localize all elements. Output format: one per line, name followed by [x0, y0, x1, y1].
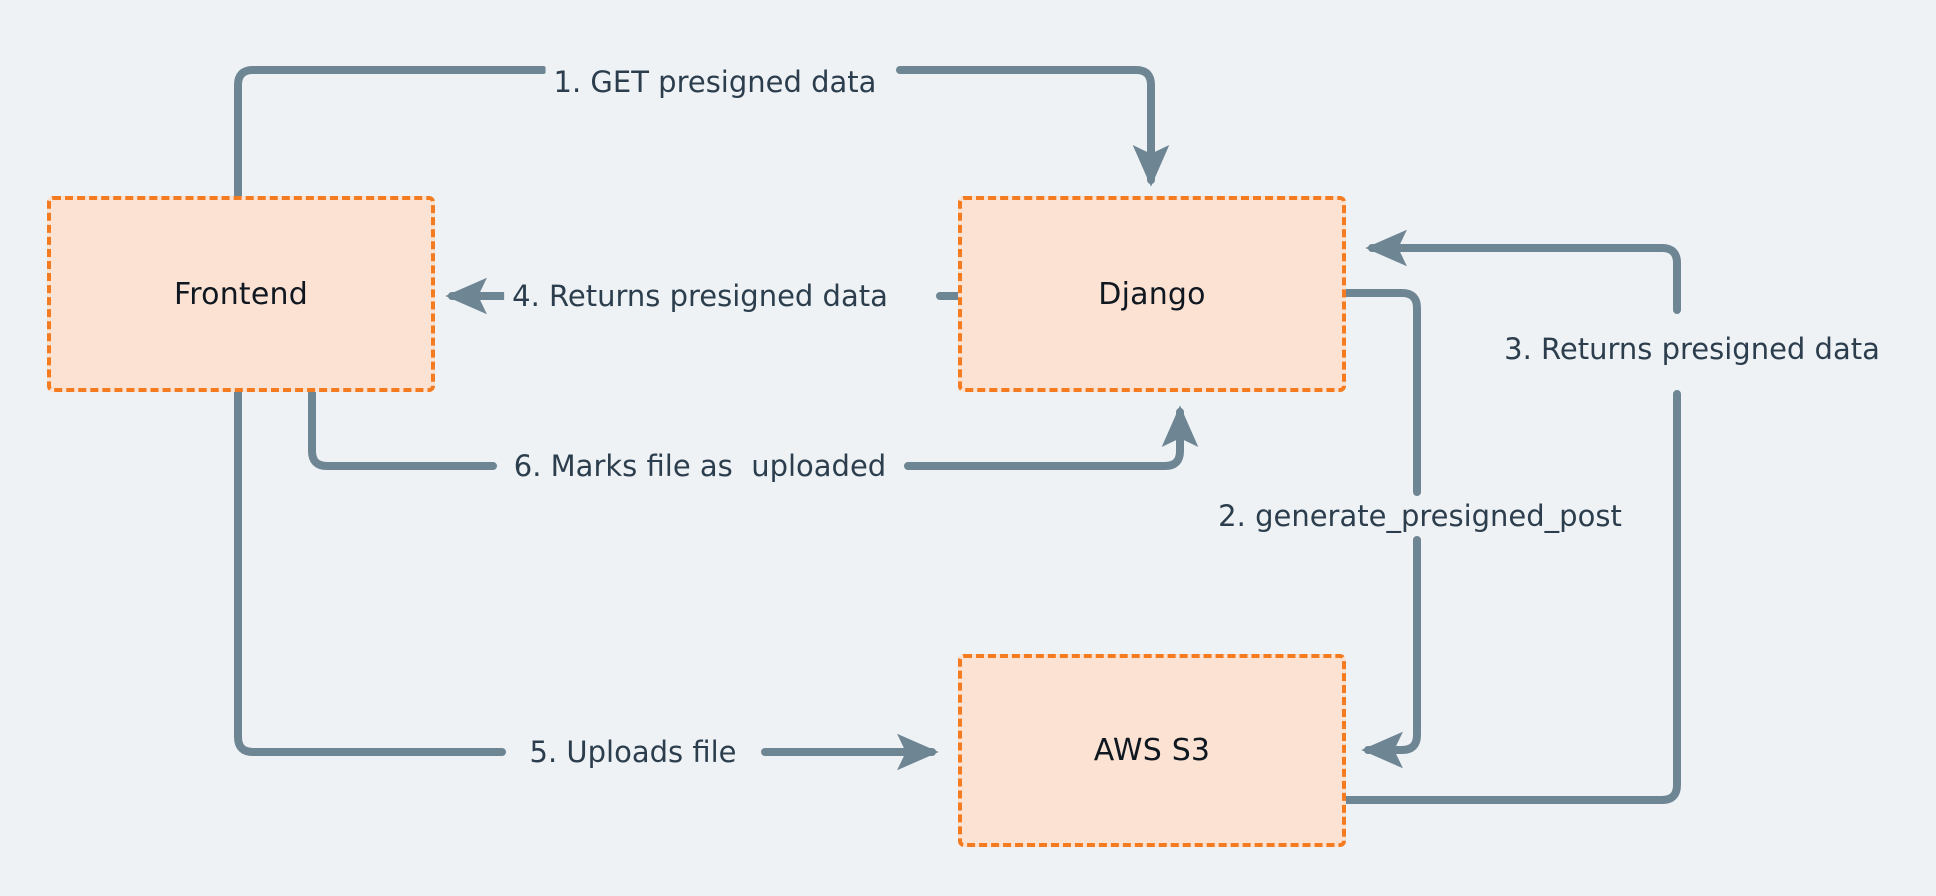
edge-path-3	[1342, 390, 1681, 804]
edge-path-1	[234, 66, 547, 200]
node-aws-s3[interactable]: AWS S3	[958, 654, 1346, 847]
edge-label-4: 4. Returns presigned data	[504, 279, 896, 313]
node-frontend-label: Frontend	[174, 276, 308, 312]
edge-label-1: 1. GET presigned data	[545, 65, 885, 99]
node-frontend[interactable]: Frontend	[47, 196, 435, 392]
edge-path-2	[1342, 289, 1421, 496]
node-django-label: Django	[1098, 276, 1206, 312]
node-django[interactable]: Django	[958, 196, 1346, 392]
edge-label-3: 3. Returns presigned data	[1496, 332, 1888, 366]
edge-label-5: 5. Uploads file	[521, 735, 745, 769]
edge-path-3b	[1365, 229, 1681, 314]
edge-label-2: 2. generate_presigned_post	[1210, 499, 1630, 533]
edge-path-6	[308, 388, 497, 470]
edge-path-1b	[896, 66, 1170, 187]
node-aws-s3-label: AWS S3	[1093, 733, 1211, 768]
edge-path-6b	[904, 405, 1199, 470]
edge-path-2b	[1361, 536, 1421, 769]
edge-label-6: 6. Marks file as uploaded	[505, 449, 895, 483]
edge-path-5	[234, 388, 506, 756]
